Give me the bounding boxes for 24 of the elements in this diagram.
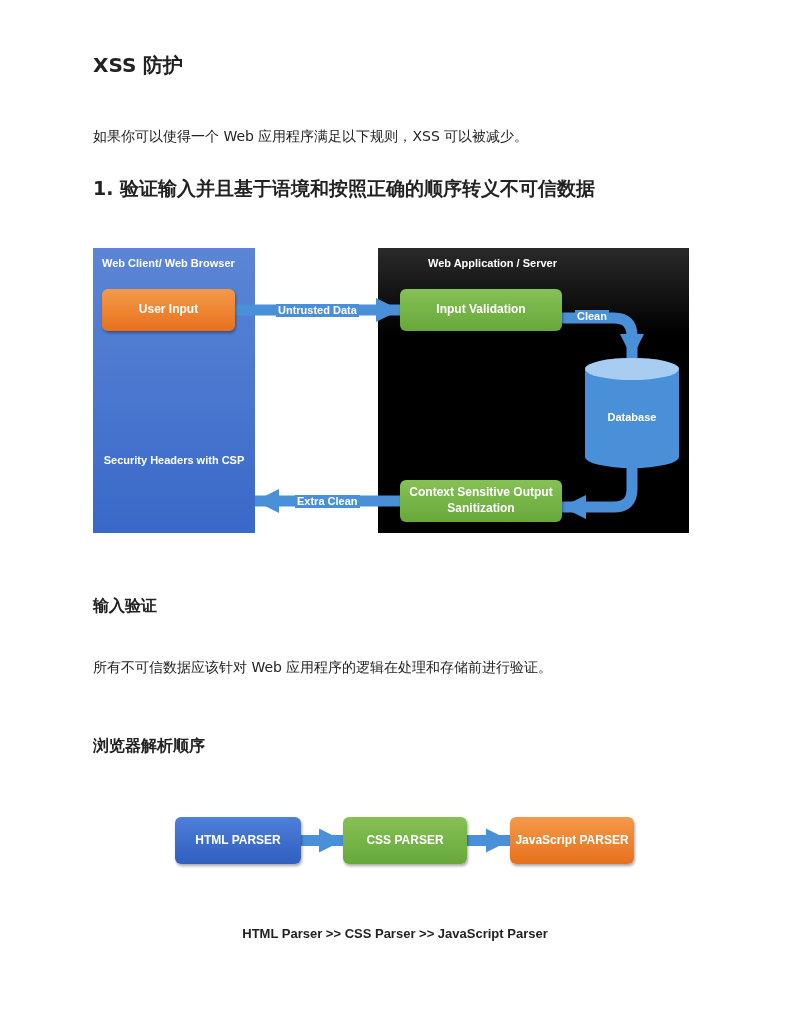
client-panel [93, 248, 255, 533]
server-panel [378, 248, 689, 533]
panel-heading: Web Application / Server [428, 257, 557, 269]
panel-heading: Web Client/ Web Browser [102, 257, 235, 269]
page-title: XSS 防护 [93, 52, 184, 79]
panel-caption: Security Headers with CSP [102, 454, 246, 466]
process-box: Input Validation [400, 289, 562, 331]
section-heading: 浏览器解析顺序 [93, 736, 205, 757]
arrow [562, 312, 645, 358]
section-heading: 1. 验证输入并且基于语境和按照正确的顺序转义不可信数据 [93, 176, 596, 201]
section-heading: 输入验证 [93, 596, 157, 617]
process-box: CSS PARSER [343, 817, 467, 864]
figure-caption: HTML Parser >> CSS Parser >> JavaScript Parser [241, 926, 549, 941]
intro-text: 如果你可以使得一个 Web 应用程序满足以下规则，XSS 可以被减少。 [93, 128, 529, 146]
arrow [467, 828, 510, 853]
process-box: Context Sensitive Output Sanitization [400, 480, 562, 522]
process-box: User Input [102, 289, 235, 331]
process-box: HTML PARSER [175, 817, 301, 864]
edge-label: Untrusted Data [276, 303, 359, 317]
database-cylinder: Database [585, 358, 679, 468]
paragraph-text: 所有不可信数据应该针对 Web 应用程序的逻辑在处理和存储前进行验证。 [93, 659, 553, 677]
process-box: JavaScript PARSER [510, 817, 634, 864]
arrow [301, 828, 343, 853]
edge-label: Extra Clean [295, 494, 360, 508]
